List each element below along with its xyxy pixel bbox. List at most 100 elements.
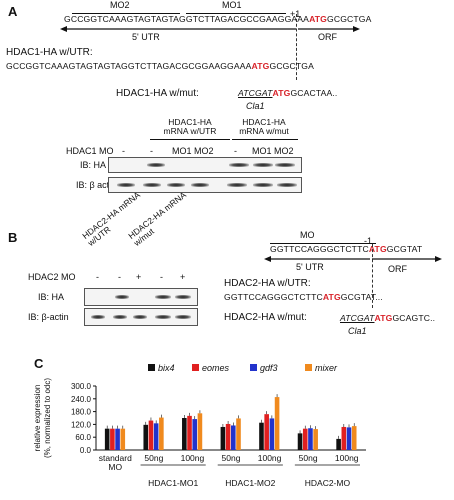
bar-bix4 (297, 433, 303, 450)
y-tick-label: 120.0 (71, 420, 92, 429)
blot-a-col1-header: HDAC1-HA mRNA w/UTR (163, 117, 217, 136)
blot-b-lane-2: - (118, 272, 121, 282)
bar-bix4 (259, 422, 264, 450)
blot-a-lane-3: MO1 (172, 146, 192, 156)
blot-b-actin-strip (84, 308, 198, 326)
blot-b-lane-3: + (136, 272, 142, 282)
bar-mixer (197, 413, 203, 450)
hdac2-native-sequence: GGTTCCAGGGCTCTTCATGGCGTAT (270, 244, 423, 254)
bar-mixer (159, 417, 164, 450)
bar-mixer (120, 428, 126, 450)
hdac1-mut-title: HDAC1-HA w/mut: (116, 88, 199, 99)
band (277, 183, 297, 187)
bar-eomes (264, 414, 269, 450)
hdac2-orf-label: ORF (388, 264, 407, 274)
hdac1-utr-orf-arrows (60, 26, 360, 32)
band (155, 295, 171, 299)
band (253, 163, 273, 167)
hdac1-utr-label: 5' UTR (132, 32, 160, 42)
category-label: 50ng (222, 453, 241, 463)
category-label: 50ng (299, 453, 318, 463)
blot-b-ib-actin-label: IB: β-actin (28, 312, 69, 322)
blot-a-ib-ha-label: IB: HA (80, 160, 107, 170)
category-label: 100ng (335, 453, 359, 463)
bar-mixer (236, 418, 241, 450)
blot-b-lane-1: - (96, 272, 99, 282)
band (147, 163, 165, 167)
group-label: HDAC2-MO (305, 478, 351, 488)
bar-gdf3 (115, 428, 120, 450)
hdac1-cla1-label: Cla1 (246, 101, 265, 111)
blot-b-ib-ha-label: IB: HA (38, 292, 65, 302)
bar-eomes (341, 426, 347, 450)
hdac2-utr-orf-arrows (264, 256, 442, 262)
legend-swatch-gdf3 (250, 364, 257, 371)
mo1-line (186, 13, 286, 14)
group-label: HDAC1-MO2 (225, 478, 275, 488)
bar-gdf3 (153, 423, 159, 450)
y-axis-label: relative expression (33, 385, 42, 452)
blot-a-lane-7: MO2 (274, 146, 294, 156)
blot-a-col1-line (150, 139, 230, 140)
blot-a-lane-5: - (234, 146, 237, 156)
band (175, 295, 191, 299)
band (227, 183, 247, 187)
bar-bix4 (143, 424, 149, 450)
band (229, 163, 249, 167)
hdac2-minus1-label: -1 (364, 236, 373, 246)
bar-bix4 (220, 426, 226, 450)
category-label: standard (99, 453, 132, 463)
category-label: MO (108, 462, 122, 472)
legend-label-bix4: bix4 (158, 363, 175, 373)
legend-swatch-bix4 (148, 364, 155, 371)
hdac2-mut-title: HDAC2-HA w/mut: (224, 312, 307, 323)
hdac2-utr-title: HDAC2-HA w/UTR: (224, 278, 311, 289)
band (143, 183, 161, 187)
hdac2-utr-sequence: GGTTCCAGGGCTCTTCATGGCGTAT... (224, 292, 383, 302)
blot-a-lane-1: - (122, 146, 125, 156)
hdac1-native-sequence: GCCGGTCAAAGTAGTAGTAGGTCTTAGACGCCGAAGGAAA… (64, 14, 372, 24)
blot-b-lane-5: + (180, 272, 186, 282)
bar-bix4 (182, 418, 187, 450)
band (115, 295, 129, 299)
blot-a-col2-header: HDAC1-HA mRNA w/mut (239, 117, 289, 136)
blot-a-col2-line (232, 139, 298, 140)
band (155, 315, 171, 319)
bar-gdf3 (308, 428, 313, 450)
blot-a-lane-4: MO2 (194, 146, 214, 156)
blot-a-mo-label: HDAC1 MO (66, 146, 114, 156)
band (191, 183, 209, 187)
mo2-label: MO2 (110, 0, 130, 10)
blot-b-ha-strip (84, 288, 198, 306)
band (117, 183, 135, 187)
hdac2-utr-label: 5' UTR (296, 262, 324, 272)
legend-label-gdf3: gdf3 (260, 363, 278, 373)
y-axis-label-line2: (%, normalized to odc) (43, 378, 52, 458)
legend-swatch-eomes (192, 364, 199, 371)
blot-a-ib-actin-label: IB: β actin (76, 180, 117, 190)
bar-bix4 (104, 428, 110, 450)
bar-gdf3 (269, 418, 275, 450)
band (275, 163, 295, 167)
mo2-line (72, 13, 180, 14)
group-label: HDAC1-MO1 (148, 478, 198, 488)
bar-mixer (313, 429, 318, 450)
blot-a-actin-strip (108, 177, 302, 193)
mo1-label: MO1 (222, 0, 242, 10)
hdac1-start-dashed-line (296, 14, 297, 80)
band (113, 315, 127, 319)
bar-gdf3 (231, 425, 236, 450)
y-tick-label: 240.0 (71, 395, 92, 404)
hdac1-orf-label: ORF (318, 32, 337, 42)
bar-gdf3 (346, 427, 352, 450)
legend-label-mixer: mixer (315, 363, 338, 373)
hdac2-cla1-label: Cla1 (348, 326, 367, 336)
bar-eomes (187, 415, 192, 450)
hdac1-utr-title: HDAC1-HA w/UTR: (6, 47, 93, 58)
bar-bix4 (336, 438, 341, 450)
panel-b-letter: B (8, 230, 18, 245)
band (253, 183, 273, 187)
band (133, 315, 147, 319)
blot-b-lane-4: - (160, 272, 163, 282)
y-tick-label: 60.0 (75, 433, 91, 442)
